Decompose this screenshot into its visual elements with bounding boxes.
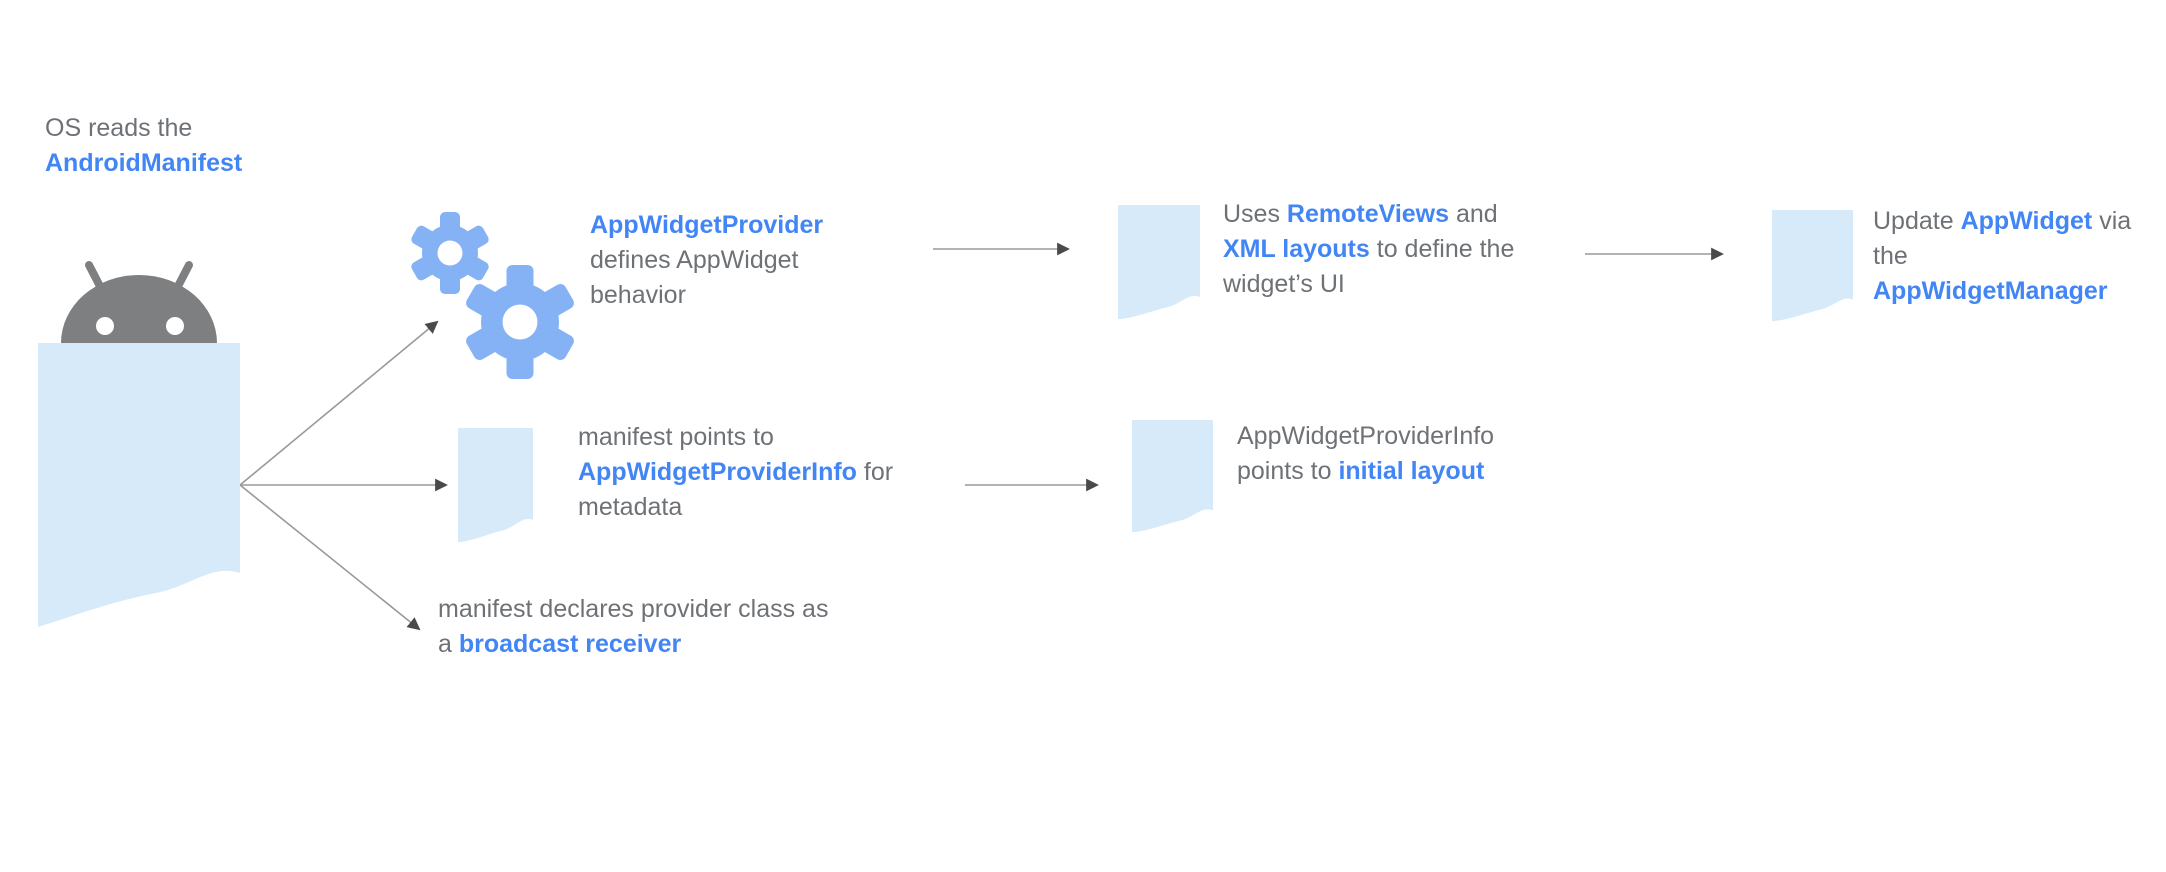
broadcast-label: manifest declares provider class as a br… [438, 595, 829, 658]
os-reads-line2: AndroidManifest [45, 146, 242, 181]
os-reads-label: OS reads the AndroidManifest [45, 111, 242, 181]
provider-text: defines AppWidget [590, 246, 799, 274]
appwidget-keyword: AppWidget [1960, 207, 2093, 235]
os-reads-text: OS reads the [45, 114, 193, 142]
appwidgetprovider-keyword: AppWidgetProvider [590, 211, 824, 239]
providerinfo-document-icon [458, 428, 533, 543]
manifest-document-icon [38, 343, 240, 627]
initial-layout-label: AppWidgetProviderInfo points to initial … [1237, 422, 1495, 485]
appwidgetmanager-document-icon [1772, 210, 1853, 322]
appwidgetproviderinfo-keyword: AppWidgetProviderInfo [578, 458, 857, 486]
arrow-manifest-to-broadcast [239, 484, 421, 631]
android-robot-icon [61, 261, 217, 343]
update-label: Update AppWidget via the AppWidgetManage… [1873, 207, 2132, 305]
remoteviews-document-icon [1118, 205, 1200, 320]
provider-text2: behavior [590, 281, 686, 309]
remoteviews-label: Uses RemoteViews and XML layouts to defi… [1223, 200, 1515, 298]
broadcast-receiver-keyword: broadcast receiver [458, 630, 682, 658]
metadata-label: manifest points to AppWidgetProviderInfo… [578, 423, 894, 521]
androidmanifest-keyword: AndroidManifest [45, 149, 243, 177]
gears-settings-icon [411, 212, 574, 379]
provider-label: AppWidgetProvider defines AppWidget beha… [590, 208, 823, 313]
remoteviews-keyword: RemoteViews [1286, 200, 1450, 228]
initial-layout-keyword: initial layout [1338, 457, 1485, 485]
appwidgetmanager-keyword: AppWidgetManager [1873, 277, 2108, 305]
xml-layouts-keyword: XML layouts [1223, 235, 1370, 263]
initial-layout-document-icon [1132, 420, 1213, 533]
os-reads-line1: OS reads the [45, 111, 242, 146]
arrow-manifest-to-gears [239, 320, 439, 486]
